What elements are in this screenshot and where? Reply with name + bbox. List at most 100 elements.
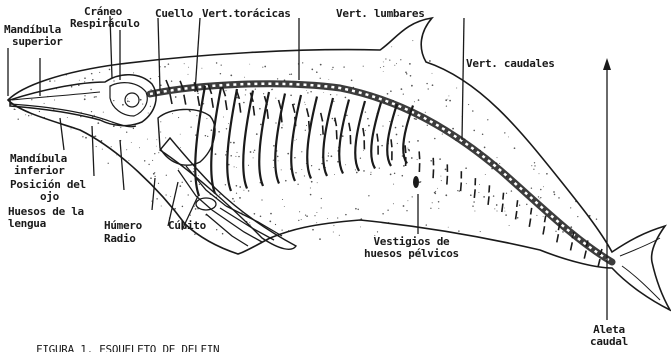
- stipple-dot: [332, 118, 334, 120]
- stipple-dot: [382, 126, 383, 127]
- stipple-dot: [387, 93, 389, 95]
- stipple-dot: [323, 92, 324, 93]
- stipple-dot: [270, 213, 272, 215]
- stipple-dot: [406, 73, 407, 74]
- stipple-dot: [425, 112, 426, 113]
- stipple-dot: [84, 77, 86, 79]
- stipple-dot: [142, 104, 143, 105]
- label-cuello: Cuello: [155, 8, 193, 20]
- stipple-dot: [333, 225, 334, 226]
- stipple-dot: [172, 113, 173, 114]
- figure-caption: FIGURA 1. ESQUELETO DE DELFIN: [36, 344, 219, 353]
- stipple-dot: [175, 96, 177, 98]
- stipple-dot: [236, 97, 238, 99]
- ribs: [195, 86, 413, 196]
- stipple-dot: [230, 155, 232, 157]
- stipple-dot: [367, 118, 369, 120]
- stipple-dot: [307, 92, 308, 93]
- stipple-dot: [409, 141, 411, 143]
- stipple-dot: [368, 125, 370, 127]
- stipple-dot: [400, 59, 401, 60]
- pelvic-vestige: [413, 176, 419, 188]
- stipple-dot: [434, 192, 436, 194]
- stipple-dot: [345, 214, 347, 216]
- stipple-dot: [284, 206, 285, 207]
- stipple-dot: [31, 115, 32, 116]
- stipple-dot: [109, 69, 111, 71]
- stipple-dot: [152, 160, 153, 161]
- stipple-dot: [285, 180, 287, 182]
- chevron-bone: [198, 96, 200, 106]
- stipple-dot: [301, 219, 302, 220]
- stipple-dot: [409, 63, 411, 65]
- stipple-dot: [253, 152, 254, 153]
- stipple-dot: [111, 146, 112, 147]
- stipple-dot: [570, 226, 572, 228]
- stipple-dot: [420, 181, 421, 182]
- stipple-dot: [239, 186, 241, 188]
- stipple-dot: [310, 187, 311, 188]
- neural-spine: [405, 145, 406, 153]
- stipple-dot: [84, 95, 85, 96]
- stipple-dot: [249, 64, 250, 65]
- stipple-dot: [226, 128, 227, 129]
- stipple-dot: [555, 231, 556, 232]
- label-vert-toracicas: Vert.torácicas: [202, 8, 291, 20]
- stipple-dot: [343, 66, 344, 67]
- neural-spine: [391, 139, 392, 147]
- stipple-dot: [301, 151, 302, 152]
- stipple-dot: [261, 199, 262, 200]
- stipple-dot: [452, 128, 454, 130]
- stipple-dot: [418, 99, 420, 101]
- stipple-dot: [511, 190, 512, 191]
- stipple-dot: [441, 180, 442, 181]
- stipple-dot: [275, 224, 276, 225]
- stipple-dot: [196, 115, 197, 116]
- stipple-dot: [113, 125, 115, 127]
- stipple-dot: [473, 201, 475, 203]
- stipple-dot: [79, 80, 80, 81]
- stipple-dot: [401, 88, 403, 90]
- stipple-dot: [403, 165, 405, 167]
- neural-spine: [531, 208, 532, 215]
- stipple-dot: [558, 197, 560, 199]
- stipple-dot: [328, 155, 329, 156]
- stipple-dot: [254, 150, 255, 151]
- stipple-dot: [311, 165, 312, 166]
- stipple-dot: [543, 216, 544, 217]
- stipple-dot: [394, 173, 395, 174]
- stipple-dot: [129, 101, 130, 102]
- stipple-dot: [316, 212, 317, 213]
- stipple-dot: [161, 206, 162, 207]
- stipple-dot: [328, 79, 329, 80]
- stipple-dot: [225, 90, 226, 91]
- stipple-dot: [108, 163, 109, 164]
- rib: [307, 97, 317, 179]
- stipple-dot: [383, 61, 384, 62]
- chevron-bone: [516, 211, 517, 219]
- stipple-dot: [447, 99, 448, 100]
- stipple-dot: [275, 122, 276, 123]
- stipple-dot: [243, 190, 244, 191]
- neural-spine: [307, 108, 309, 117]
- neural-spine: [335, 118, 337, 126]
- stipple-dot: [368, 195, 369, 196]
- stipple-dot: [407, 200, 408, 201]
- stipple-dot: [493, 195, 494, 196]
- stipple-dot: [148, 164, 149, 165]
- stipple-dot: [355, 169, 356, 170]
- stipple-dot: [435, 191, 436, 192]
- stipple-dot: [85, 137, 87, 139]
- stipple-dot: [178, 117, 179, 118]
- body-stipple-shading: [14, 40, 598, 240]
- stipple-dot: [44, 103, 45, 104]
- stipple-dot: [496, 210, 497, 211]
- stipple-dot: [278, 160, 279, 161]
- stipple-dot: [150, 106, 151, 107]
- stipple-dot: [306, 215, 308, 217]
- stipple-dot: [389, 59, 390, 60]
- stipple-dot: [540, 189, 542, 191]
- stipple-dot: [499, 163, 500, 164]
- stipple-dot: [90, 89, 91, 90]
- stipple-dot: [253, 157, 254, 158]
